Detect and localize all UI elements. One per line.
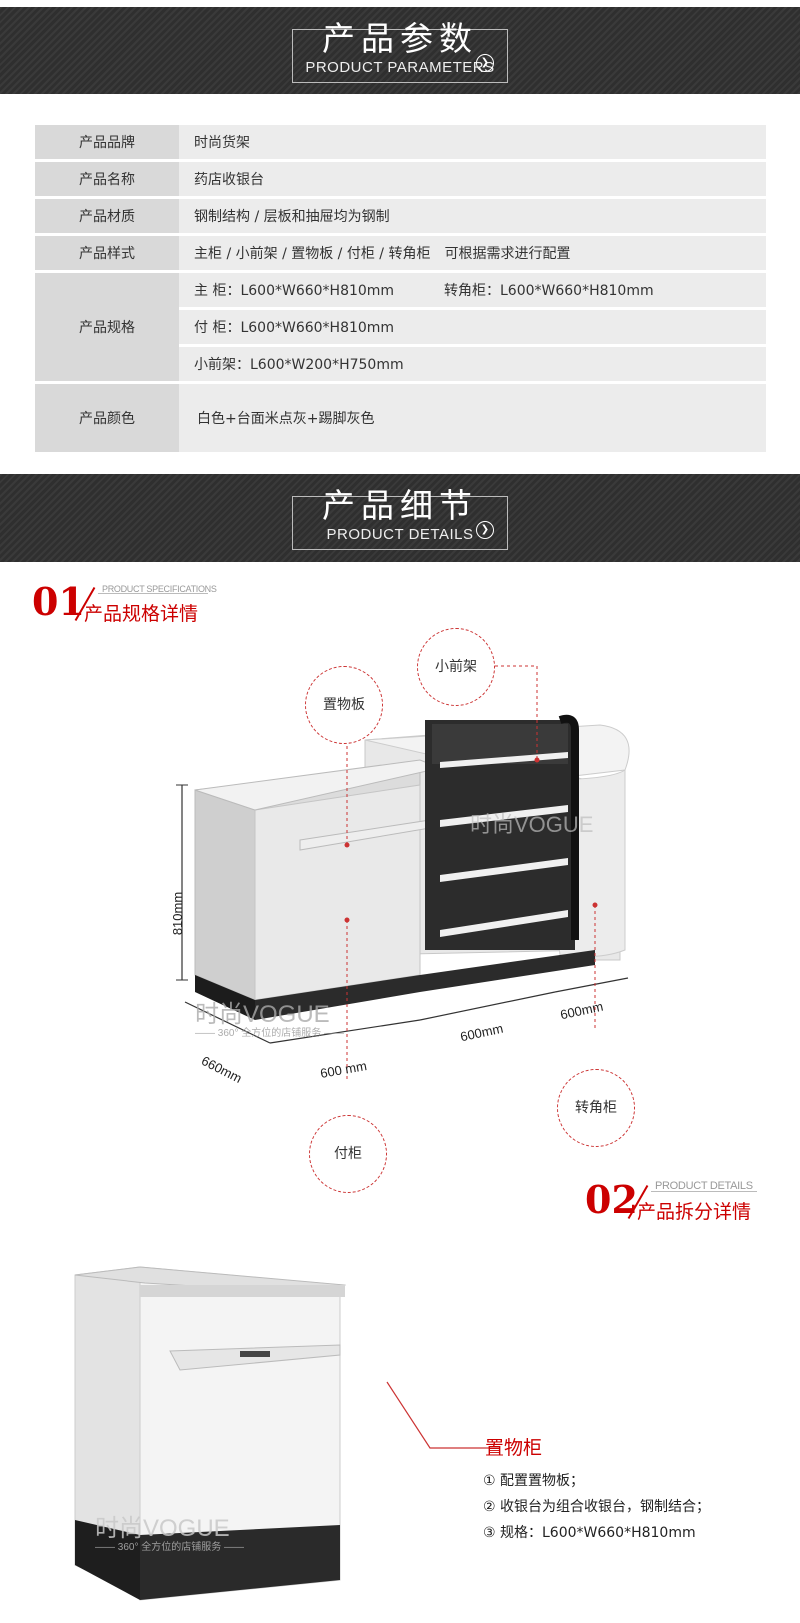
- section1-cn: 产品规格详情: [84, 603, 199, 625]
- param-label: 产品规格: [35, 273, 179, 381]
- callout-shelf-board: 置物板: [305, 666, 383, 744]
- watermark-tagline: —— 360° 全方位的店铺服务 ——: [95, 1542, 245, 1553]
- table-row: 产品规格 主 柜：L600*W660*H810mm 转角柜：L600*W660*…: [35, 273, 766, 381]
- callout-side-cabinet: 付柜: [309, 1115, 387, 1193]
- table-row: 产品颜色 白色+台面米点灰+踢脚灰色: [35, 384, 766, 452]
- param-value: 付 柜：L600*W660*H810mm: [179, 310, 766, 344]
- param-value: 小前架：L600*W200*H750mm: [179, 347, 766, 381]
- watermark-brand: 时尚VOGUE: [470, 812, 594, 837]
- details-header-band: 产品细节 PRODUCT DETAILS ❯: [0, 474, 800, 562]
- spec-leader-line: [386, 1381, 500, 1449]
- counter-illustration: [176, 665, 630, 1080]
- params-title-en: PRODUCT PARAMETERS: [305, 59, 495, 76]
- section1-rule: [98, 593, 208, 594]
- table-row: 小前架：L600*W200*H750mm: [35, 347, 766, 381]
- param-label: 产品品牌: [35, 125, 179, 159]
- section2-en: PRODUCT DETAILS: [655, 1180, 753, 1192]
- table-row: 付 柜：L600*W660*H810mm: [35, 310, 766, 344]
- section1-heading: 01 PRODUCT SPECIFICATIONS 产品规格详情: [32, 583, 252, 633]
- param-value: 主 柜：L600*W660*H810mm: [179, 273, 429, 307]
- chevron-right-icon: ❯: [476, 521, 494, 539]
- watermark-brand: 时尚VOGUE: [195, 1001, 330, 1028]
- param-value: 转角柜：L600*W660*H810mm: [429, 273, 766, 307]
- watermark-brand: 时尚VOGUE: [95, 1515, 230, 1542]
- detail-spec-title: 置物柜: [485, 1437, 543, 1459]
- section1-number: 01: [32, 579, 85, 624]
- params-header-frame: [292, 29, 508, 83]
- callout-corner-cabinet: 转角柜: [557, 1069, 635, 1147]
- watermark-tagline: —— 360° 全方位的店铺服务 ——: [195, 1028, 345, 1039]
- table-row: 产品品牌 时尚货架: [35, 125, 766, 159]
- params-title-cn: 产品参数: [322, 19, 478, 58]
- detail-spec-line: ② 收银台为组合收银台，钢制结合；: [483, 1499, 711, 1515]
- details-header-title: 产品细节 PRODUCT DETAILS: [292, 486, 508, 543]
- params-table: 产品品牌 时尚货架 产品名称 药店收银台 产品材质 钢制结构 / 层板和抽屉均为…: [35, 122, 766, 455]
- section2-rule: [651, 1191, 757, 1192]
- cabinet-illustration: [74, 1266, 346, 1601]
- chevron-right-icon: ❯: [476, 54, 494, 72]
- section2-cn: 产品拆分详情: [637, 1201, 752, 1223]
- table-row: 产品样式 主柜 / 小前架 / 置物板 / 付柜 / 转角柜 可根据需求进行配置: [35, 236, 766, 270]
- table-row: 产品名称 药店收银台: [35, 162, 766, 196]
- section2-heading: 02 PRODUCT DETAILS 产品拆分详情: [585, 1177, 785, 1231]
- table-row: 产品材质 钢制结构 / 层板和抽屉均为钢制: [35, 199, 766, 233]
- dim-height: 810mm: [170, 891, 186, 936]
- details-title-en: PRODUCT DETAILS: [326, 526, 474, 543]
- section1-en: PRODUCT SPECIFICATIONS: [102, 584, 217, 594]
- params-header-band: 产品参数 PRODUCT PARAMETERS ❯: [0, 7, 800, 94]
- param-value: 主柜 / 小前架 / 置物板 / 付柜 / 转角柜 可根据需求进行配置: [179, 236, 766, 270]
- param-label: 产品名称: [35, 162, 179, 196]
- params-header-title: 产品参数 PRODUCT PARAMETERS: [292, 19, 508, 76]
- detail-spec-line: ③ 规格：L600*W660*H810mm: [483, 1525, 696, 1541]
- param-label: 产品颜色: [35, 384, 179, 452]
- details-title-cn: 产品细节: [322, 486, 478, 525]
- param-label: 产品样式: [35, 236, 179, 270]
- callout-front-rack: 小前架: [417, 628, 495, 706]
- param-label: 产品材质: [35, 199, 179, 233]
- details-header-frame: [292, 496, 508, 550]
- detail-spec-line: ① 配置置物板；: [483, 1473, 585, 1489]
- param-value: 时尚货架: [179, 125, 766, 159]
- param-value: 白色+台面米点灰+踢脚灰色: [179, 384, 766, 452]
- section2-number: 02: [585, 1177, 638, 1222]
- param-value: 钢制结构 / 层板和抽屉均为钢制: [179, 199, 766, 233]
- param-value: 药店收银台: [179, 162, 766, 196]
